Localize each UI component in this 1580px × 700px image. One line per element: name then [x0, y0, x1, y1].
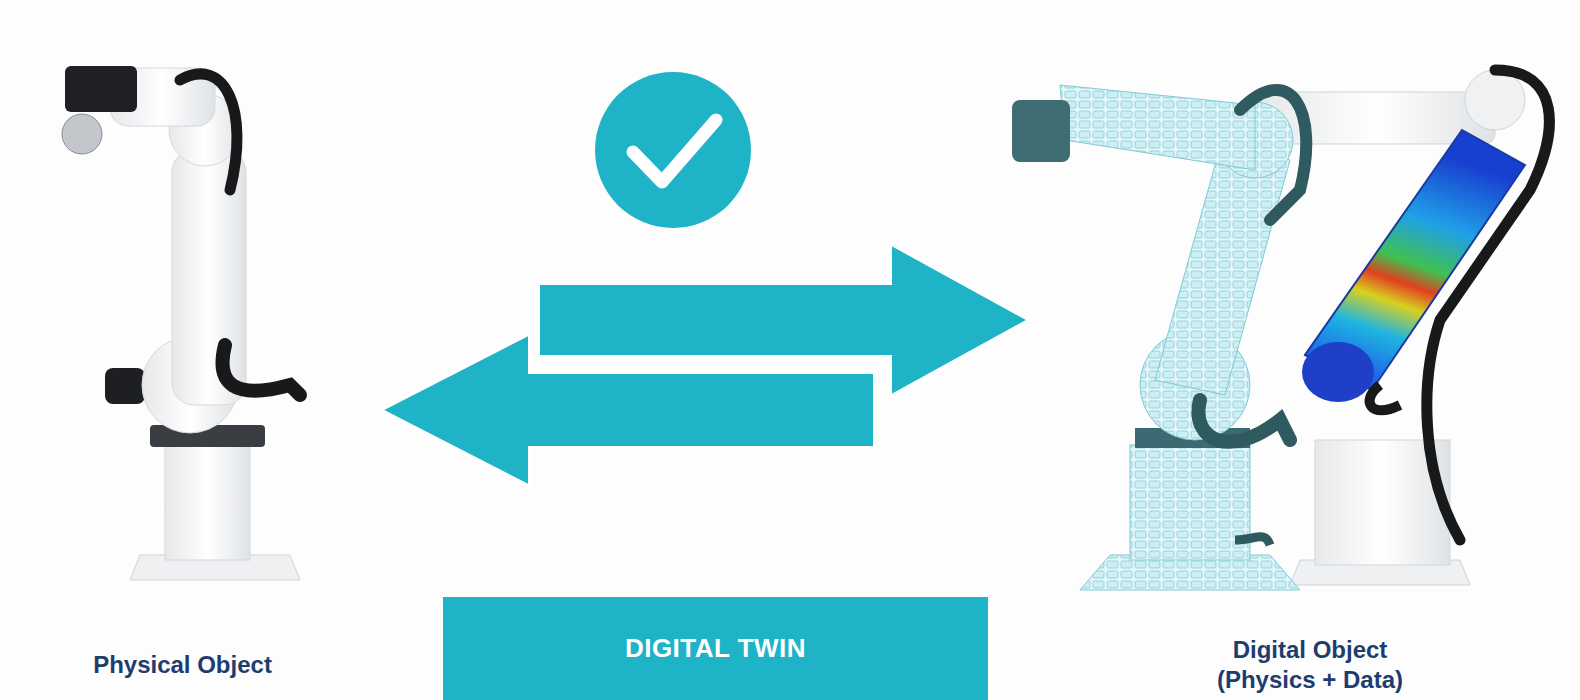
band-title: DIGITAL TWIN — [625, 633, 806, 664]
object-label: Physical Object — [70, 650, 295, 680]
check-mark — [633, 120, 716, 182]
robot-cable — [1198, 400, 1290, 442]
robot-gripper — [1012, 100, 1070, 162]
robot-pedestal — [1130, 445, 1250, 560]
robot-cable — [1240, 90, 1306, 220]
robot-pedestal — [165, 445, 250, 560]
robot-upper-arm — [1060, 85, 1255, 170]
object-label: Digital Object (Physics + Data) — [1190, 635, 1430, 695]
robot-cable — [1427, 70, 1549, 540]
robot-hub — [1465, 70, 1525, 130]
robot-lower-arm — [1155, 140, 1290, 395]
illustration-node: Digital Object (Physics + Data) — [1030, 30, 1570, 695]
robot-wrist-motor — [65, 66, 137, 112]
robot-cable — [1370, 385, 1400, 410]
fea-joint — [1302, 342, 1374, 402]
robot-cable — [223, 345, 300, 395]
illustration-node: Physical Object — [40, 40, 380, 680]
robot-knob — [105, 368, 145, 404]
robot-tool — [62, 114, 102, 154]
mesh-robot — [1012, 85, 1306, 590]
check-badge — [595, 72, 751, 228]
block-arrow — [380, 333, 875, 487]
check-circle — [595, 72, 751, 228]
robot-cable — [180, 74, 237, 190]
block-arrow — [538, 243, 1030, 397]
robot-cable — [1235, 537, 1270, 545]
physical-robot — [62, 66, 300, 580]
title-band: DIGITAL TWIN — [443, 597, 988, 700]
